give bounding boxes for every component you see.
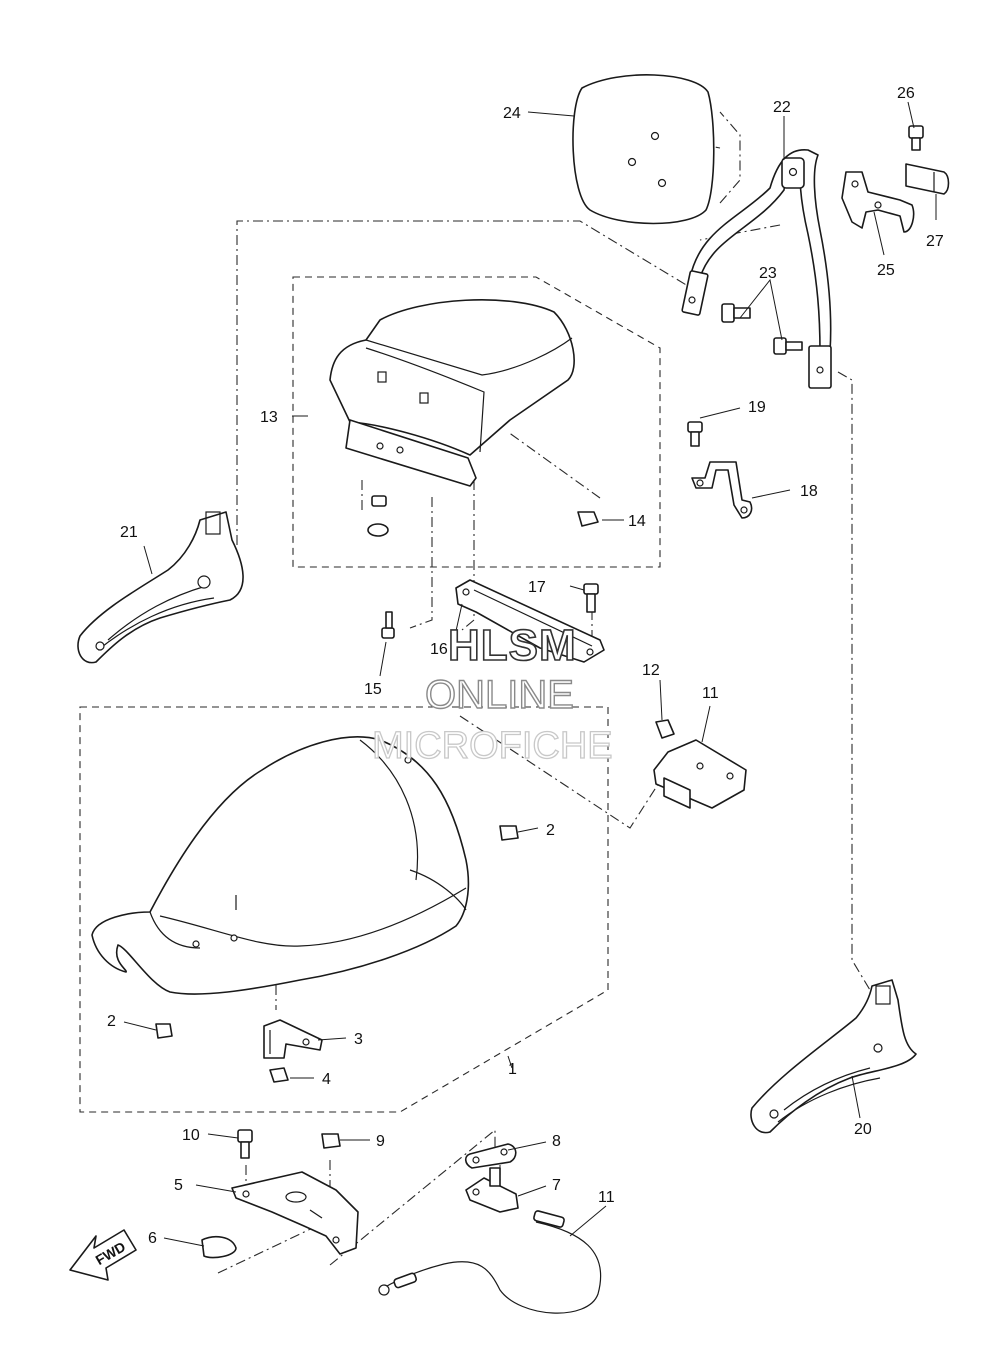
callout-12: 11: [702, 685, 719, 702]
nut-15: [577, 511, 599, 527]
callout-13: 12: [642, 662, 660, 679]
latch-bracket: [841, 171, 915, 233]
bracket-17: [455, 579, 605, 663]
pillion-seat: [329, 299, 575, 487]
grab-rail-right: [750, 979, 917, 1134]
callout-16: 15: [364, 681, 382, 698]
callout-25: 24: [503, 105, 521, 122]
lock-7: [465, 1167, 519, 1213]
callout-18: 17: [528, 579, 546, 596]
callout-numbers: 24 22 26 27 25 23 13 19 18 14 21 17 16 1…: [107, 85, 944, 1247]
callout-22: 21: [120, 524, 138, 541]
main-seat: [91, 736, 470, 995]
callout-8: 8: [552, 1133, 561, 1150]
callout-24: 23: [759, 265, 777, 282]
cover-28: [905, 163, 950, 195]
cap-6: [201, 1235, 237, 1259]
backrest-bar: [681, 149, 832, 389]
nut-2-lower: [155, 1023, 173, 1039]
callout-19: 18: [800, 483, 818, 500]
callout-20: 19: [748, 399, 766, 416]
nut-2-upper: [499, 825, 519, 841]
nut-13: [655, 719, 675, 739]
callout-14: 13: [260, 409, 278, 426]
bolt-10: [237, 1129, 253, 1159]
watermark: HLSM ONLINE MICROFICHE: [371, 620, 613, 767]
bolt-16: [381, 611, 395, 639]
bracket-19: [691, 461, 753, 519]
callout-4: 4: [322, 1071, 331, 1088]
nut-4: [269, 1067, 289, 1083]
callout-23: 22: [773, 99, 791, 116]
watermark-line-2: ONLINE: [425, 673, 574, 717]
callout-2-lower: 2: [107, 1013, 116, 1030]
bolt-24-lower: [773, 337, 803, 355]
callout-27: 26: [897, 85, 915, 102]
group-outline-14: [292, 276, 661, 568]
nut-9: [321, 1133, 341, 1149]
bracket-12: [653, 739, 747, 809]
bolt-27: [908, 125, 924, 151]
callout-6: 6: [148, 1230, 157, 1247]
plate-8: [464, 1143, 517, 1169]
callout-7: 7: [552, 1177, 561, 1194]
callout-28: 27: [926, 233, 944, 250]
callout-26: 25: [877, 262, 895, 279]
callout-15: 14: [628, 513, 646, 530]
washer-14-lower: [367, 523, 389, 537]
callout-9: 9: [376, 1133, 385, 1150]
callout-1: 1: [508, 1061, 517, 1078]
callout-5: 5: [174, 1177, 183, 1194]
callout-21: 20: [854, 1121, 872, 1138]
leader-lines: [123, 101, 937, 1247]
bracket-3: [263, 1019, 323, 1059]
bolt-18: [583, 583, 599, 613]
callout-11: 11: [598, 1189, 615, 1206]
grab-rail-left: [77, 511, 244, 664]
base-plate-5: [231, 1171, 359, 1255]
watermark-line-3: MICROFICHE: [372, 725, 613, 767]
backrest-pad: [572, 74, 715, 225]
callout-10: 10: [182, 1127, 200, 1144]
watermark-line-1: HLSM: [448, 621, 577, 670]
callout-3: 3: [354, 1031, 363, 1048]
bolt-24-upper: [721, 303, 751, 323]
bolt-20: [687, 421, 703, 447]
callout-2-upper: 2: [546, 822, 555, 839]
nut-14-upper: [371, 495, 387, 507]
cable-11: [378, 1210, 602, 1314]
forward-arrow-icon: FWD: [69, 1229, 137, 1281]
callout-17: 16: [430, 641, 448, 658]
